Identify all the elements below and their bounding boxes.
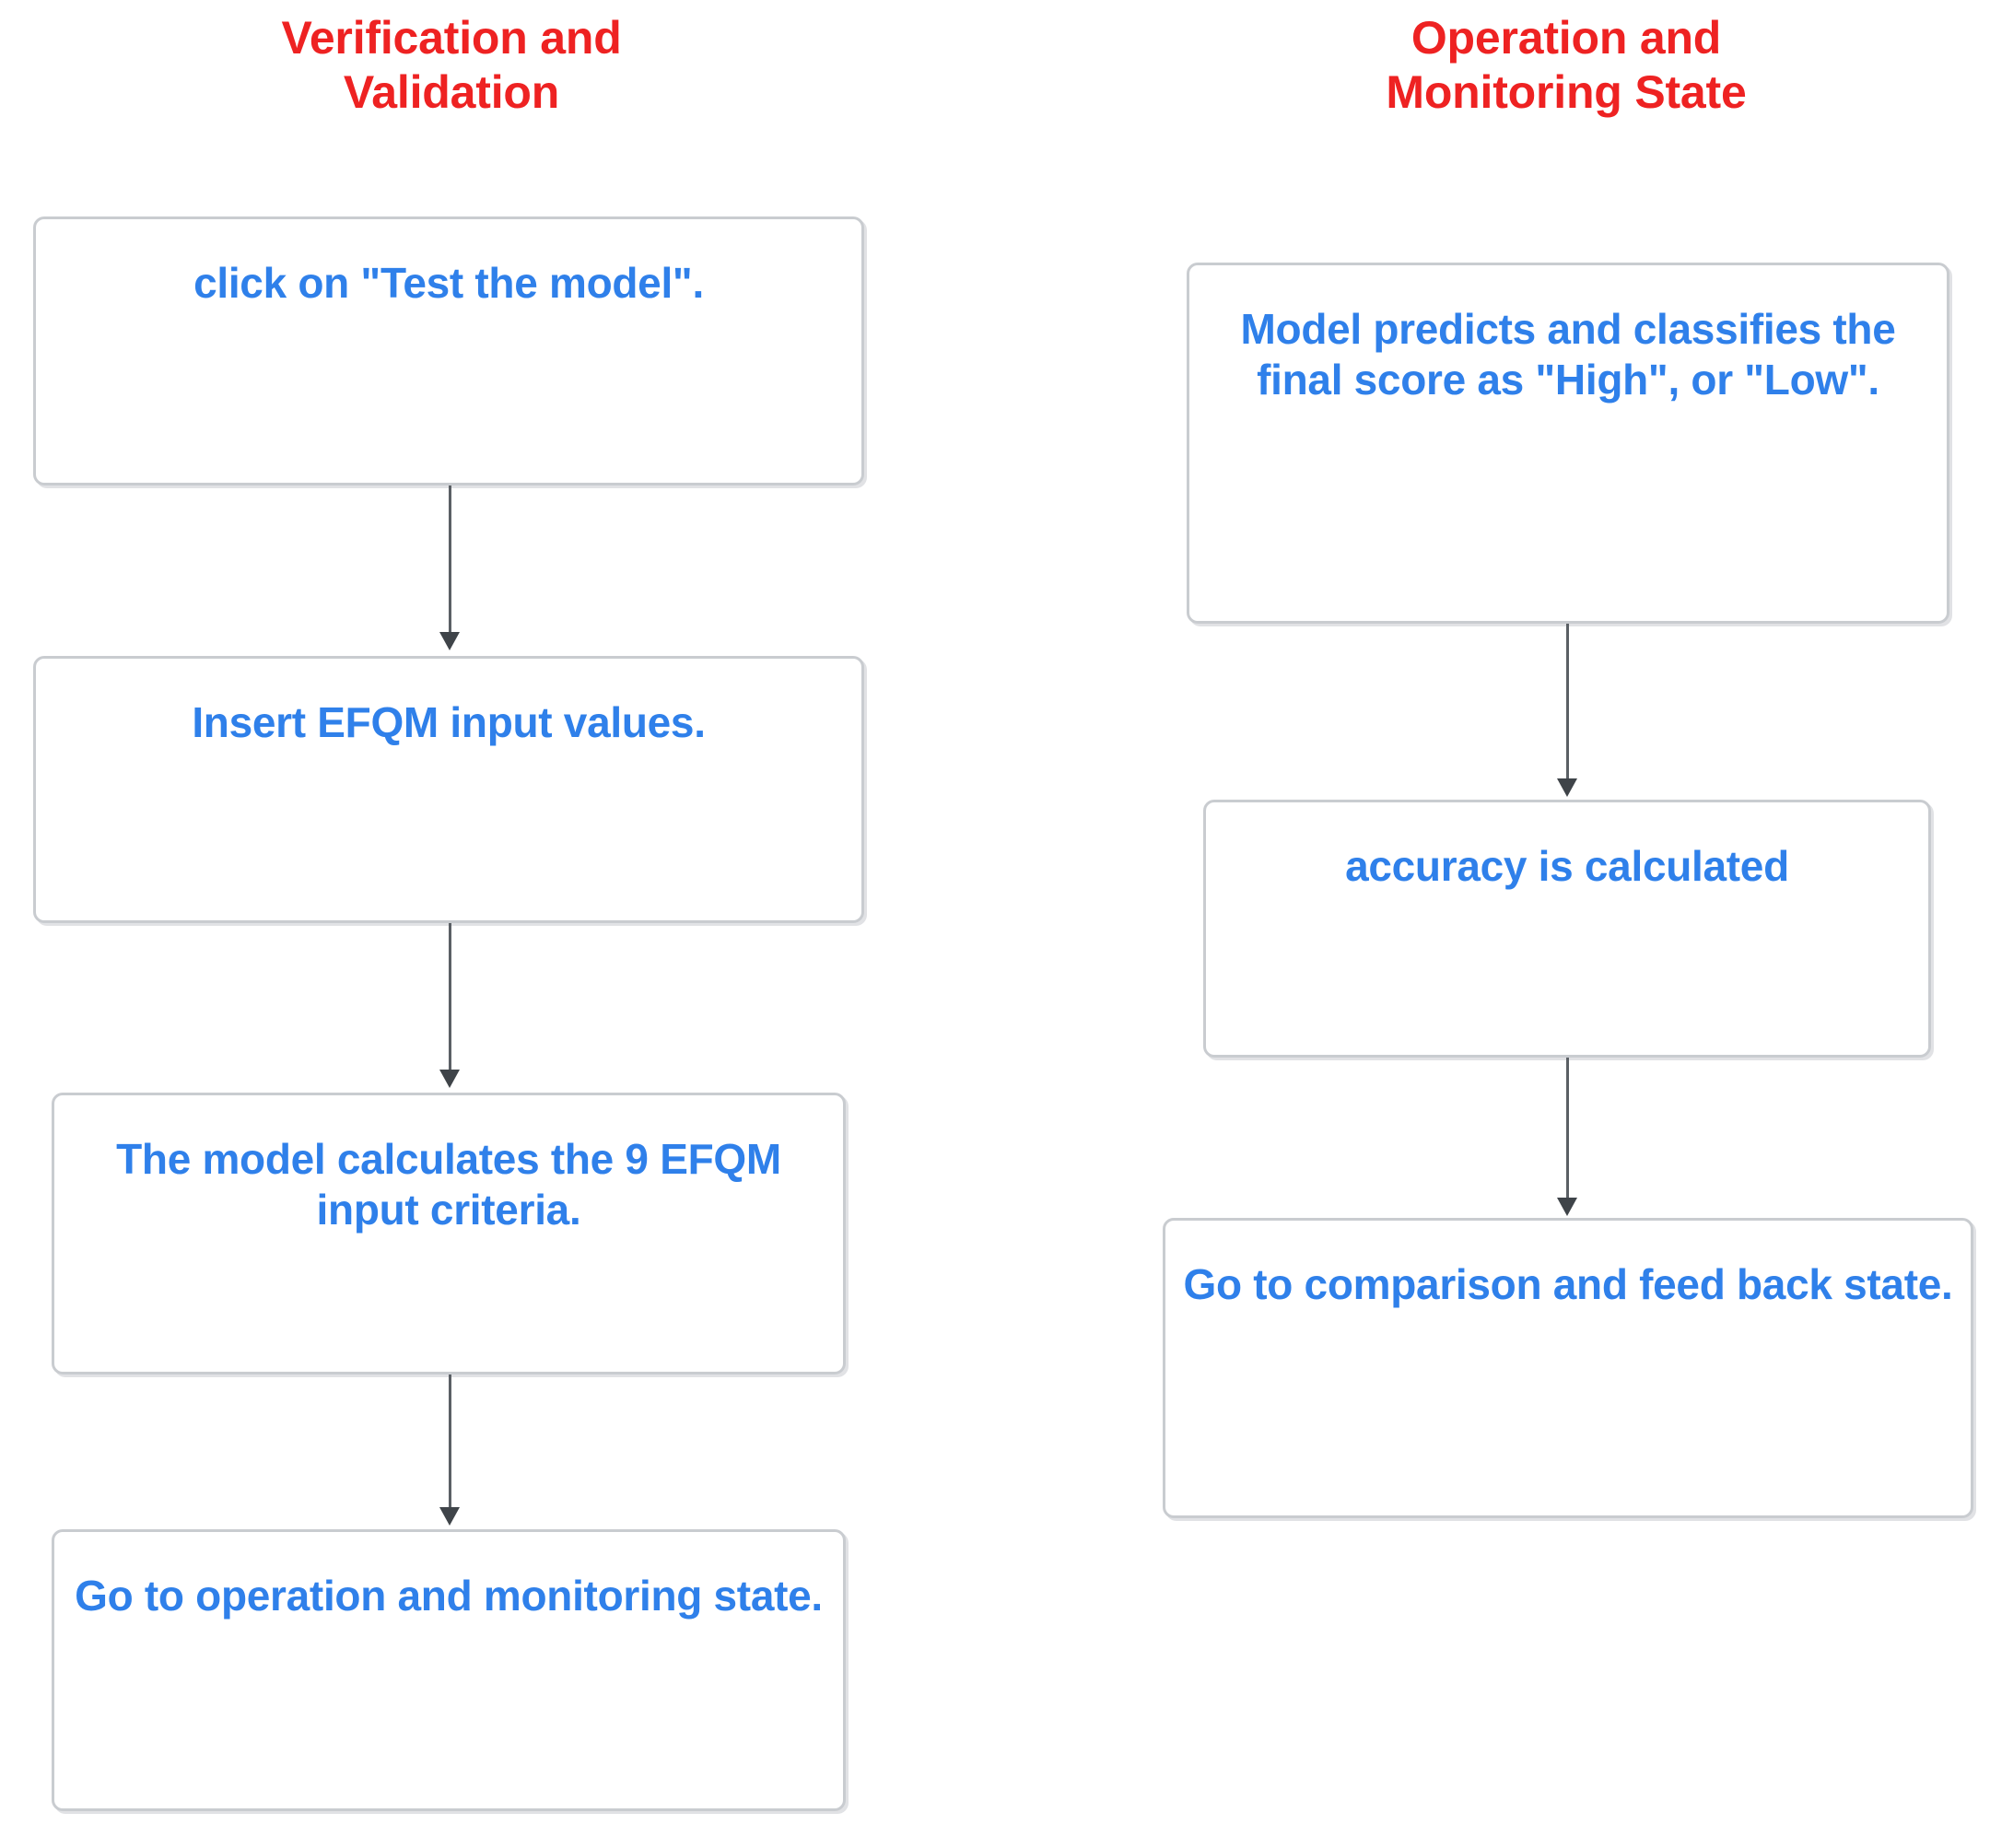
process-node-model-predicts-and-classifies[interactable]: Model predicts and classifies the final … — [1187, 263, 1949, 624]
connector-l2-to-l3 — [449, 923, 451, 1075]
process-node-click-test-the-model[interactable]: click on "Test the model". — [33, 216, 864, 485]
arrow-head-icon — [1557, 1198, 1577, 1216]
process-node-label: Insert EFQM input values. — [192, 698, 706, 746]
connector-l3-to-l4 — [449, 1374, 451, 1511]
arrow-head-icon — [1557, 778, 1577, 797]
connector-r1-to-r2 — [1566, 624, 1569, 782]
column-title-line-1: Operation and — [1411, 12, 1722, 64]
process-node-label: accuracy is calculated — [1345, 842, 1789, 890]
connector-r2-to-r3 — [1566, 1058, 1569, 1201]
arrow-head-icon — [439, 1070, 460, 1088]
process-node-label: Go to operation and monitoring state. — [75, 1572, 823, 1620]
arrow-head-icon — [439, 1507, 460, 1526]
column-title-line-1: Verification and — [281, 12, 622, 64]
process-node-go-to-operation-and-monitoring-state[interactable]: Go to operation and monitoring state. — [52, 1529, 846, 1811]
arrow-head-icon — [439, 632, 460, 650]
process-node-label: click on "Test the model". — [193, 259, 704, 307]
process-node-model-calculates-criteria[interactable]: The model calculates the 9 EFQM input cr… — [52, 1093, 846, 1374]
column-title-line-2: Validation — [343, 66, 560, 118]
column-title-line-2: Monitoring State — [1386, 66, 1747, 118]
process-node-label: Model predicts and classifies the final … — [1240, 305, 1896, 404]
connector-l1-to-l2 — [449, 485, 451, 637]
process-node-label: The model calculates the 9 EFQM input cr… — [116, 1135, 781, 1234]
process-node-go-to-comparison-and-feedback-state[interactable]: Go to comparison and feed back state. — [1163, 1218, 1973, 1518]
process-node-accuracy-is-calculated[interactable]: accuracy is calculated — [1203, 800, 1931, 1058]
column-title-operation-and-monitoring-state: Operation and Monitoring State — [1133, 11, 1990, 120]
process-node-insert-efqm-input-values[interactable]: Insert EFQM input values. — [33, 656, 864, 923]
process-node-label: Go to comparison and feed back state. — [1183, 1260, 1953, 1308]
column-title-verification-and-validation: Verification and Validation — [101, 11, 802, 120]
